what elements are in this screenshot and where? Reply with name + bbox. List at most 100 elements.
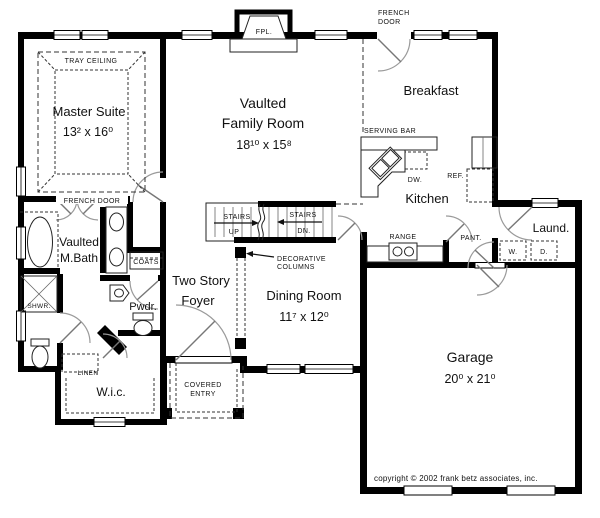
range-label: RANGE xyxy=(390,234,417,241)
foyer-label-2: Foyer xyxy=(181,293,215,308)
french-door-top-label-2: DOOR xyxy=(378,19,401,26)
window xyxy=(304,364,354,374)
master-suite-label: Master Suite xyxy=(53,104,126,119)
serving-bar-counter xyxy=(360,136,438,151)
range-fixture xyxy=(388,242,418,261)
bathtub-fixture xyxy=(27,216,53,268)
decorative-columns-label-1: DECORATIVE xyxy=(277,256,326,263)
dashed-features xyxy=(20,39,558,419)
porch-column xyxy=(233,408,244,419)
door-swing xyxy=(59,312,91,344)
door-swing xyxy=(476,264,508,296)
window xyxy=(16,310,26,342)
stairs xyxy=(205,202,333,242)
window xyxy=(53,30,81,40)
stairs-dn-arrow xyxy=(277,219,322,225)
door-swing xyxy=(102,333,128,359)
covered-entry-porch xyxy=(169,363,244,419)
shower-fixture xyxy=(20,275,58,313)
stairs-up-label-1: STAIRS xyxy=(223,214,250,221)
decorative-columns-label-2: COLUMNS xyxy=(277,264,315,271)
stair-break-line xyxy=(261,203,266,241)
french-door-master-label: FRENCH DOOR xyxy=(64,198,121,205)
linen-label: LINEN xyxy=(78,370,99,377)
window xyxy=(266,364,301,374)
window xyxy=(448,30,478,40)
master-bath-label-2: M.Bath xyxy=(60,251,98,265)
window xyxy=(81,30,109,40)
door-swing xyxy=(445,215,473,243)
stairs-dn-label-1: STAIRS xyxy=(289,212,316,219)
washer-label: W. xyxy=(509,249,518,256)
garage-door xyxy=(403,485,453,496)
covered-entry-label-2: ENTRY xyxy=(190,391,216,398)
garage-label: Garage xyxy=(447,349,494,365)
french-door-opening xyxy=(377,31,411,40)
dryer-box xyxy=(530,240,558,261)
window xyxy=(531,198,559,208)
window xyxy=(16,166,26,197)
dishwasher-label: DW. xyxy=(408,177,422,184)
toilet-fixture xyxy=(30,338,50,369)
door-swing xyxy=(337,215,363,241)
fireplace-bumpout xyxy=(234,9,293,39)
door-swing xyxy=(377,38,411,72)
dishwasher-box xyxy=(402,151,428,170)
linen-shelves xyxy=(61,353,99,373)
kitchen-sink-fixture xyxy=(368,146,403,181)
laundry-label: Laund. xyxy=(533,221,570,235)
window xyxy=(16,226,26,260)
door-swing xyxy=(129,280,159,310)
labels: TRAY CEILING FPL. Master Suite 13² x 16⁰… xyxy=(27,10,569,483)
window xyxy=(314,30,348,40)
garage-entry-sill xyxy=(474,262,506,269)
annotations xyxy=(246,251,275,258)
coats-closet xyxy=(129,251,164,270)
sink-fixture xyxy=(109,212,124,232)
wic-shelves xyxy=(65,378,155,414)
window xyxy=(181,30,213,40)
coats-label: COATS xyxy=(133,259,159,266)
pantry-label: PANT. xyxy=(460,235,481,242)
family-room-dims: 18¹⁰ x 15⁸ xyxy=(236,138,291,152)
family-room-label-1: Vaulted xyxy=(240,95,286,111)
door-swing xyxy=(175,304,232,361)
door-swing xyxy=(498,206,533,241)
kitchen-label: Kitchen xyxy=(405,191,448,206)
toilet-fixture xyxy=(132,312,154,336)
washer-box xyxy=(499,240,527,261)
master-bath-label-1: Vaulted xyxy=(59,235,99,249)
doors xyxy=(55,38,533,361)
family-room-label-2: Family Room xyxy=(222,115,304,131)
tub-deck xyxy=(20,211,59,268)
dining-room-dims: 11⁷ x 12⁰ xyxy=(279,310,329,324)
decorative-column xyxy=(235,247,246,258)
window xyxy=(413,30,443,40)
covered-entry-label-1: COVERED xyxy=(184,382,221,389)
stairs-dn-label-2: DN. xyxy=(297,228,310,235)
vanity-counter xyxy=(105,206,128,274)
decorative-column xyxy=(235,338,246,349)
porch-column xyxy=(161,408,172,419)
french-door-top-label-1: FRENCH xyxy=(378,10,410,17)
refrigerator-box xyxy=(466,168,494,203)
serving-bar-label: SERVING BAR xyxy=(364,128,416,135)
stair-break-line xyxy=(257,203,262,241)
master-suite-dims: 13² x 16⁰ xyxy=(63,125,113,139)
garage-dims: 20⁰ x 21⁰ xyxy=(444,372,495,386)
cabinet xyxy=(471,136,498,169)
decorative-columns-arrow xyxy=(246,251,275,258)
pedestal-sink-fixture xyxy=(109,284,130,302)
foyer-label-1: Two Story xyxy=(172,273,230,288)
dryer-label: D. xyxy=(540,249,548,256)
stairs-up-arrow xyxy=(214,220,259,226)
shower-label: SHWR. xyxy=(27,303,50,310)
copyright-text: copyright © 2002 frank betz associates, … xyxy=(374,474,538,483)
tray-ceiling-label: TRAY CEILING xyxy=(65,58,118,65)
tray-ceiling-outline xyxy=(37,51,146,193)
wic-label: W.i.c. xyxy=(96,385,125,399)
foyer-angled-wall xyxy=(97,325,127,355)
sink-fixture xyxy=(109,247,124,267)
